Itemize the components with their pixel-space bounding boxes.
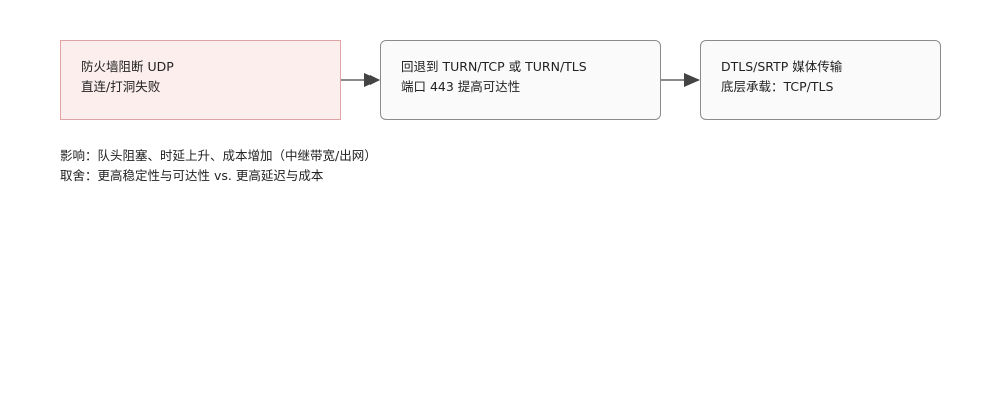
node-media-transport: DTLS/SRTP 媒体传输 底层承载：TCP/TLS (700, 40, 941, 120)
note-impact: 影响：队头阻塞、时延上升、成本增加（中继带宽/出网） (60, 148, 377, 163)
node-turn-fallback: 回退到 TURN/TCP 或 TURN/TLS 端口 443 提高可达性 (380, 40, 661, 120)
arrowhead-1 (364, 73, 380, 87)
node-udp-blocked-detail: 直连/打洞失败 (81, 79, 161, 94)
diagram-notes: 影响：队头阻塞、时延上升、成本增加（中继带宽/出网） 取舍：更高稳定性与可达性 … (60, 146, 377, 186)
node-turn-fallback-detail: 端口 443 提高可达性 (401, 79, 521, 94)
note-tradeoff: 取舍：更高稳定性与可达性 vs. 更高延迟与成本 (60, 168, 324, 183)
node-media-transport-title: DTLS/SRTP 媒体传输 (721, 59, 843, 74)
node-media-transport-detail: 底层承载：TCP/TLS (721, 79, 834, 94)
node-udp-blocked: 防火墙阻断 UDP 直连/打洞失败 (60, 40, 341, 120)
arrowhead-2 (684, 73, 700, 87)
node-turn-fallback-title: 回退到 TURN/TCP 或 TURN/TLS (401, 59, 587, 74)
node-udp-blocked-title: 防火墙阻断 UDP (81, 59, 174, 74)
